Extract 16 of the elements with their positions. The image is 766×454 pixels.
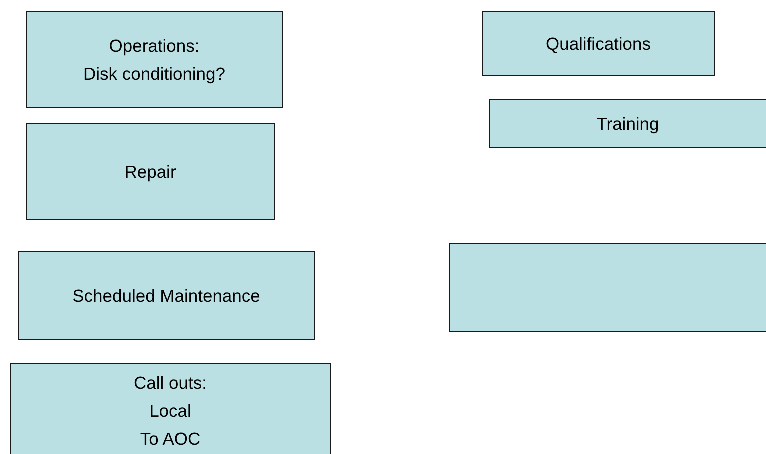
text-box [26, 123, 275, 220]
text-box [482, 11, 715, 76]
box-label: Repair [124, 160, 176, 184]
box-label: Call outs: [134, 372, 207, 395]
box-label: Training [596, 112, 660, 136]
box-label: Disk conditioning? [83, 62, 226, 86]
text-box [489, 99, 766, 148]
empty-box [449, 243, 766, 332]
text-box [10, 363, 331, 454]
text-box [18, 251, 315, 340]
box-label: Qualifications [546, 32, 652, 56]
box-label: Operations: [109, 34, 200, 58]
text-box [26, 11, 283, 108]
box-label: Scheduled Maintenance [72, 284, 260, 308]
box-label: To AOC [140, 428, 201, 451]
box-label: Local [150, 400, 192, 423]
